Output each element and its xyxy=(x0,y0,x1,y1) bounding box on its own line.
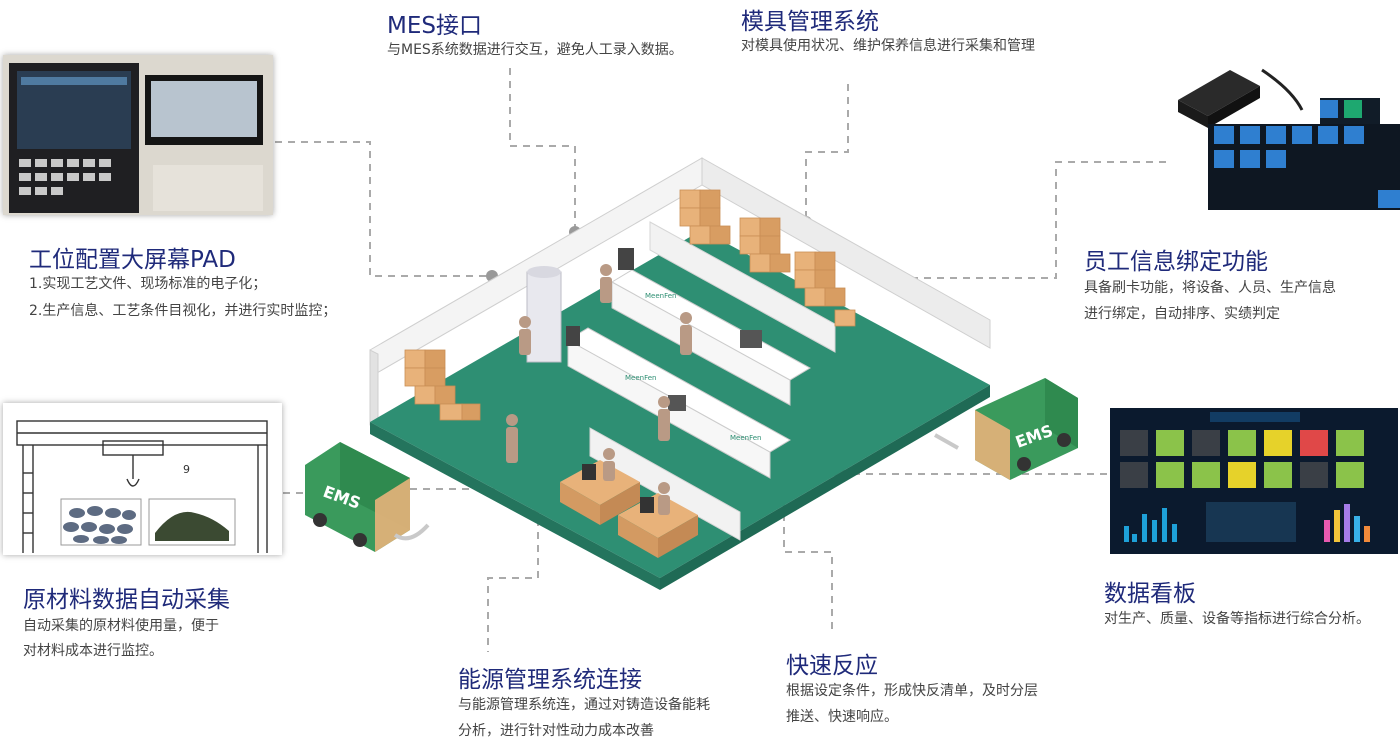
worker xyxy=(506,264,692,515)
desk xyxy=(560,460,640,525)
floor-edge-left xyxy=(370,422,660,590)
mold-title: 模具管理系统 xyxy=(741,9,879,35)
dashboard-photo xyxy=(1110,408,1398,554)
board-title: 数据看板 xyxy=(1104,581,1196,607)
material-title: 原材料数据自动采集 xyxy=(23,587,230,613)
energy-title: 能源管理系统连接 xyxy=(458,667,642,693)
staff-desc-1: 具备刷卡功能，将设备、人员、生产信息 xyxy=(1084,280,1336,296)
pad-desc-1: 1.实现工艺文件、现场标准的电子化； xyxy=(29,276,267,292)
board-desc: 对生产、质量、设备等指标进行综合分析。 xyxy=(1104,611,1370,627)
material-photo: 9 xyxy=(3,403,282,555)
mes-title: MES接口 xyxy=(387,13,482,39)
mes-desc: 与MES系统数据进行交互，避免人工录入数据。 xyxy=(387,42,683,58)
pad-desc-2: 2.生产信息、工艺条件目视化，并进行实时监控； xyxy=(29,303,337,319)
pad-photo xyxy=(3,55,273,215)
arrow-icon xyxy=(393,523,430,541)
truck-left: EMS xyxy=(305,442,410,552)
line-mold xyxy=(805,84,849,222)
card-reader-image xyxy=(1170,40,1400,210)
energy-desc-2: 分析，进行针对性动力成本改善 xyxy=(458,723,654,739)
back-wall-right xyxy=(701,157,991,349)
svg-text:9: 9 xyxy=(183,463,190,476)
crane-drawing: 9 xyxy=(3,403,282,555)
pad-image xyxy=(3,55,273,215)
line-energy xyxy=(487,506,539,652)
staff-title: 员工信息绑定功能 xyxy=(1084,249,1268,275)
staff-photo xyxy=(1170,40,1400,210)
line-staff xyxy=(898,161,1205,279)
mold-desc: 对模具使用状况、维护保养信息进行采集和管理 xyxy=(741,38,1035,54)
quick-desc-1: 根据设定条件，形成快反清单，及时分层 xyxy=(786,683,1038,699)
machine-label: MeenFen xyxy=(645,292,676,300)
production-line-1: MeenFen xyxy=(610,248,812,406)
dashboard-image xyxy=(1110,408,1398,554)
line-quick xyxy=(783,488,833,632)
truck-right: EMS xyxy=(975,378,1078,480)
quick-title: 快速反应 xyxy=(786,653,878,679)
line-pad xyxy=(275,141,492,277)
desk xyxy=(618,493,698,558)
material-desc-1: 自动采集的原材料使用量，便于 xyxy=(23,618,219,634)
left-wall xyxy=(369,349,379,431)
quick-desc-2: 推送、快速响应。 xyxy=(786,709,898,725)
machine-label: MeenFen xyxy=(730,434,761,442)
production-line-2: MeenFen MeenFen xyxy=(566,326,792,479)
line-mes xyxy=(509,68,576,232)
pad-title: 工位配置大屏幕PAD xyxy=(29,247,236,273)
arrow-icon xyxy=(934,433,959,450)
staff-desc-2: 进行绑定，自动排序、实绩判定 xyxy=(1084,306,1280,322)
box-stack-left xyxy=(404,349,481,421)
silo xyxy=(526,266,562,363)
box-stack xyxy=(679,189,856,327)
partition-wall-1 xyxy=(649,221,836,353)
machine-label: MeenFen xyxy=(625,374,656,382)
floor-edge-right xyxy=(660,385,990,590)
energy-desc-1: 与能源管理系统连，通过对铸造设备能耗 xyxy=(458,697,710,713)
material-desc-2: 对材料成本进行监控。 xyxy=(23,643,163,659)
